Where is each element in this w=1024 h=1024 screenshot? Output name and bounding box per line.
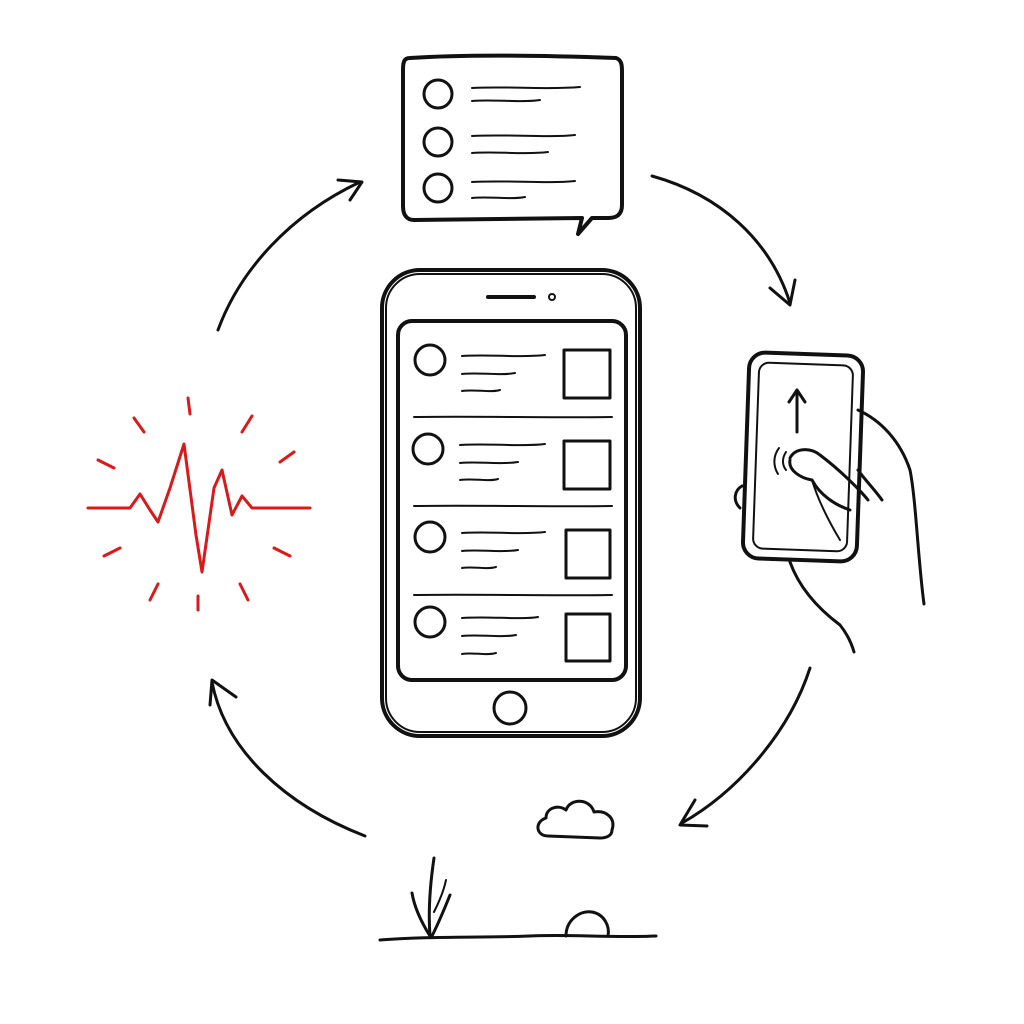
swipe-up-arrow-icon bbox=[787, 388, 807, 434]
hand bbox=[733, 408, 926, 654]
arrow-bottom-left bbox=[208, 678, 367, 838]
feed-item bbox=[411, 432, 613, 508]
arrow-bottom-right bbox=[678, 666, 812, 828]
arrow-top-right bbox=[650, 174, 797, 307]
bubble-list-rows bbox=[422, 78, 581, 204]
home-button bbox=[492, 690, 528, 726]
cycle-arrows bbox=[208, 174, 812, 838]
heartbeat-pulse-icon bbox=[86, 396, 312, 612]
cloud-icon bbox=[536, 799, 615, 840]
nature-ground-icon bbox=[378, 856, 658, 942]
phone-screen bbox=[396, 319, 628, 682]
speech-bubble-list-icon bbox=[401, 53, 624, 236]
hand-swipe-phone-icon bbox=[733, 350, 926, 654]
smartphone-icon bbox=[380, 268, 642, 738]
pulse-radiating-marks bbox=[96, 396, 296, 612]
grass-icon bbox=[410, 856, 452, 938]
feed-item bbox=[413, 343, 613, 419]
rock-icon bbox=[564, 910, 610, 938]
arrow-top-left bbox=[216, 178, 364, 332]
feed-item bbox=[413, 605, 612, 663]
pulse-waveform bbox=[86, 442, 312, 574]
feed-item bbox=[413, 520, 613, 597]
